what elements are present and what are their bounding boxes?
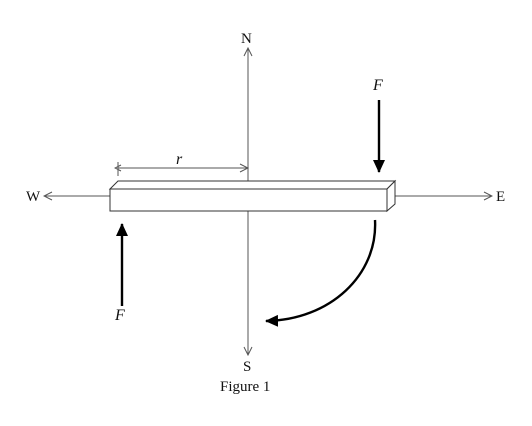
rotation-arrow xyxy=(265,219,377,327)
south-label: S xyxy=(243,359,251,375)
west-label: W xyxy=(26,189,41,205)
east-label: E xyxy=(496,189,505,205)
rod-top-face xyxy=(108,180,397,190)
force-label-right: F xyxy=(372,77,383,94)
rod-front-face xyxy=(109,188,388,212)
force-label-left: F xyxy=(114,307,125,324)
radius-label: r xyxy=(176,151,183,168)
north-label: N xyxy=(241,31,252,47)
rod xyxy=(108,179,397,213)
figure-caption: Figure 1 xyxy=(220,379,270,395)
